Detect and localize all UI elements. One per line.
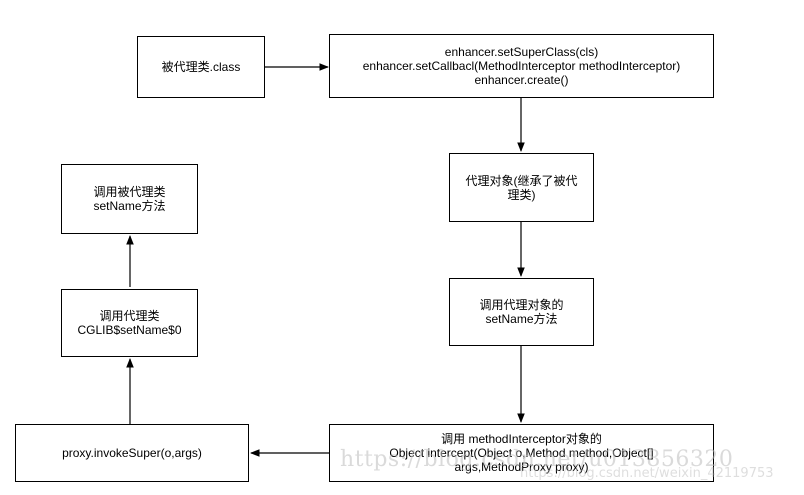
node-enhancer: enhancer.setSuperClass(cls) enhancer.set… (329, 34, 714, 98)
node-text: Object intercept(Object o,Method method,… (389, 446, 654, 460)
node-text: args,MethodProxy proxy) (454, 460, 589, 474)
node-text: setName方法 (93, 199, 166, 213)
node-proxied-class: 被代理类.class (137, 36, 265, 98)
node-text: 调用代理类 (99, 309, 160, 323)
node-call-cglib: 调用代理类 CGLIB$setName$0 (61, 289, 198, 357)
node-text: enhancer.create() (474, 73, 569, 87)
node-text: enhancer.setSuperClass(cls) (444, 45, 599, 59)
node-text: 调用代理对象的 (479, 298, 564, 312)
node-text: 代理对象(继承了被代 (465, 173, 578, 188)
node-text: 理类) (507, 187, 536, 202)
node-text: enhancer.setCallbacl(MethodInterceptor m… (362, 59, 681, 73)
node-text: 调用被代理类 (93, 185, 166, 199)
node-text: 被代理类.class (161, 60, 241, 74)
node-text: proxy.invokeSuper(o,args) (62, 446, 202, 460)
node-invoke-super: proxy.invokeSuper(o,args) (15, 424, 249, 482)
node-call-target-setname: 调用被代理类 setName方法 (61, 164, 198, 234)
node-text: 调用 methodInterceptor对象的 (441, 432, 602, 446)
node-proxy-object: 代理对象(继承了被代 理类) (449, 153, 594, 222)
node-call-proxy-setname: 调用代理对象的 setName方法 (449, 278, 594, 346)
node-call-intercept: 调用 methodInterceptor对象的 Object intercept… (329, 424, 714, 482)
node-text: setName方法 (485, 312, 558, 326)
node-text: CGLIB$setName$0 (77, 323, 182, 337)
